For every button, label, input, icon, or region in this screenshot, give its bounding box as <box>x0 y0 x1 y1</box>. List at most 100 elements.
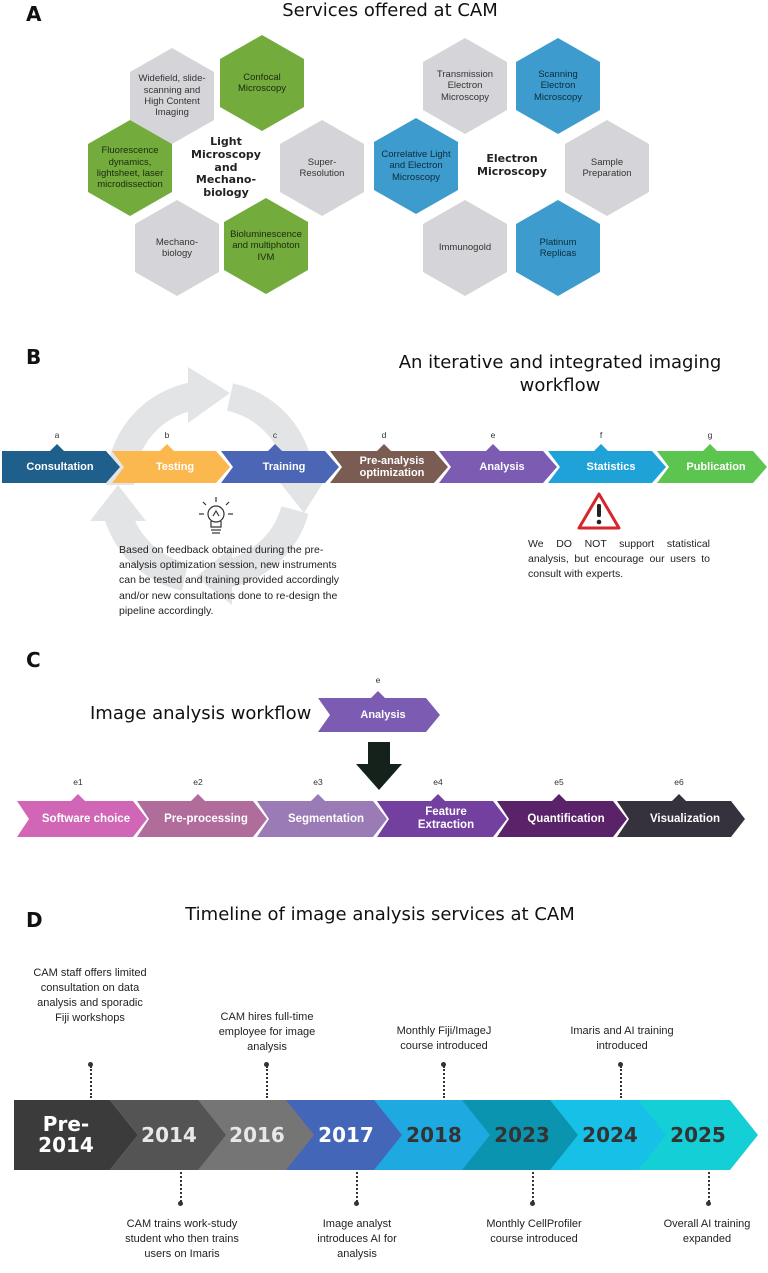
timeline-label: 2025 <box>670 1122 726 1147</box>
step-consultation: Consultation <box>2 451 120 483</box>
connector-line <box>180 1172 182 1202</box>
timeline-label: 2024 <box>582 1122 638 1147</box>
cycle-arrows-graphic <box>90 367 328 605</box>
event-below-2025: Overall AI training expanded <box>663 1218 751 1245</box>
step-tab-f <box>594 444 608 451</box>
stats-note: We DO NOT support statistical analysis, … <box>528 538 710 581</box>
step-tab-g <box>703 444 717 451</box>
hex-confocal: Confocal Microscopy <box>220 35 304 131</box>
electron-microscopy-center: Electron Microscopy <box>464 118 560 214</box>
panel-c-letter: C <box>26 648 41 672</box>
step-letter-e6: e6 <box>674 777 684 787</box>
step-quantification: Quantification <box>497 801 627 837</box>
timeline-label: 2016 <box>229 1122 285 1147</box>
step-tab-e4 <box>431 794 445 801</box>
hex-clem: Correlative Light and Electron Microscop… <box>374 118 458 214</box>
panel-a-letter: A <box>26 2 42 26</box>
step-letter-f: f <box>599 430 603 440</box>
panel-a-title: Services offered at CAM <box>282 0 498 21</box>
panel-d-letter: D <box>26 908 43 932</box>
connector-dot <box>354 1201 359 1206</box>
step-letter-b: b <box>164 430 170 440</box>
step-letter-e1: e1 <box>73 777 83 787</box>
event-above-pre2014: CAM staff offers limited consultation on… <box>33 967 147 1024</box>
step-statistics: Statistics <box>548 451 666 483</box>
hex-sem: Scanning Electron Microscopy <box>516 38 600 134</box>
step-letter-e5: e5 <box>554 777 564 787</box>
connector-dot <box>264 1062 269 1067</box>
step-letter-e: e <box>490 430 496 440</box>
timeline-label: 2018 <box>406 1122 462 1147</box>
light-microscopy-center: Light Microscopy and Mechano-biology <box>178 120 274 216</box>
connector-dot <box>441 1062 446 1067</box>
connector-dot <box>178 1201 183 1206</box>
hex-bioluminescence: Bioluminescence and multiphoton IVM <box>224 198 308 294</box>
event-below-2017: Image analyst introduces AI for analysis <box>317 1218 397 1260</box>
step-letter-e2: e2 <box>193 777 203 787</box>
step-tab-b <box>160 444 174 451</box>
step-letter-g: g <box>707 430 713 440</box>
event-below-2023: Monthly CellProfiler course introduced <box>486 1218 582 1245</box>
connector-dot <box>706 1201 711 1206</box>
panel-b-title-line1: An iterative and integrated imaging <box>398 352 722 373</box>
hex-platinum-replicas: Platinum Replicas <box>516 200 600 296</box>
connector-dot <box>88 1062 93 1067</box>
panel-b-letter: B <box>26 345 42 369</box>
timeline-label: 2014 <box>141 1122 197 1147</box>
step-letter-a: a <box>54 430 60 440</box>
connector-line <box>90 1066 92 1098</box>
connector-dot <box>530 1201 535 1206</box>
timeline-pre2014: Pre-2014 <box>14 1100 138 1170</box>
step-training: Training <box>221 451 339 483</box>
hex-fluorescence: Fluorescence dynamics, lightsheet, laser… <box>88 120 172 216</box>
step-segmentation: Segmentation <box>257 801 387 837</box>
hex-mechanobiology: Mechano-biology <box>135 200 219 296</box>
step-tab-e3 <box>311 794 325 801</box>
hex-sample-prep: Sample Preparation <box>565 120 649 216</box>
hex-immunogold: Immunogold <box>423 200 507 296</box>
connector-dot <box>618 1062 623 1067</box>
step-letter-d: d <box>381 430 387 440</box>
connector-line <box>356 1172 358 1202</box>
panel-b-title-line2: workflow <box>519 374 601 396</box>
hex-tem: Transmission Electron Microscopy <box>423 38 507 134</box>
step-tab-e5 <box>552 794 566 801</box>
feedback-note: Based on feedback obtained during the pr… <box>119 544 340 617</box>
step-testing: Testing <box>112 451 230 483</box>
step-publication: Publication <box>657 451 767 483</box>
step-tab-e6 <box>672 794 686 801</box>
hex-super-resolution: Super-Resolution <box>280 120 364 216</box>
step-analysis: Analysis <box>439 451 557 483</box>
step-letter-e3: e3 <box>313 777 323 787</box>
step-tab-c <box>268 444 282 451</box>
step-feature-extraction: Feature Extraction <box>377 801 507 837</box>
timeline-label: 2023 <box>494 1122 550 1147</box>
connector-line <box>532 1172 534 1202</box>
top-step-analysis: Analysis <box>318 698 440 732</box>
event-below-2014: CAM trains work-study student who then t… <box>125 1218 239 1260</box>
step-tab-a <box>50 444 64 451</box>
connector-line <box>266 1066 268 1098</box>
panel-d-title: Timeline of image analysis services at C… <box>185 904 575 925</box>
connector-line <box>708 1172 710 1202</box>
panel-b-title: An iterative and integrated imaging work… <box>390 352 730 397</box>
step-software-choice: Software choice <box>17 801 147 837</box>
down-arrow-icon <box>356 742 402 790</box>
timeline-label: 2017 <box>318 1122 374 1147</box>
step-pre-processing: Pre-processing <box>137 801 267 837</box>
step-tab-e <box>486 444 500 451</box>
panel-c-title: Image analysis workflow <box>90 703 312 724</box>
step-tab-d <box>377 444 391 451</box>
step-tab-e2 <box>191 794 205 801</box>
event-above-2016: CAM hires full-time employee for image a… <box>218 1011 316 1053</box>
lightbulb-icon <box>199 497 233 534</box>
top-step-tab <box>371 691 385 698</box>
step-letter-c: c <box>272 430 278 440</box>
connector-line <box>443 1066 445 1098</box>
step-visualization: Visualization <box>617 801 745 837</box>
warning-icon <box>577 492 621 530</box>
event-above-2024: Imaris and AI training introduced <box>570 1025 674 1052</box>
step-tab-e1 <box>71 794 85 801</box>
timeline-label: Pre-2014 <box>38 1112 94 1157</box>
step-pre-analysis: Pre-analysis optimization <box>330 451 448 483</box>
